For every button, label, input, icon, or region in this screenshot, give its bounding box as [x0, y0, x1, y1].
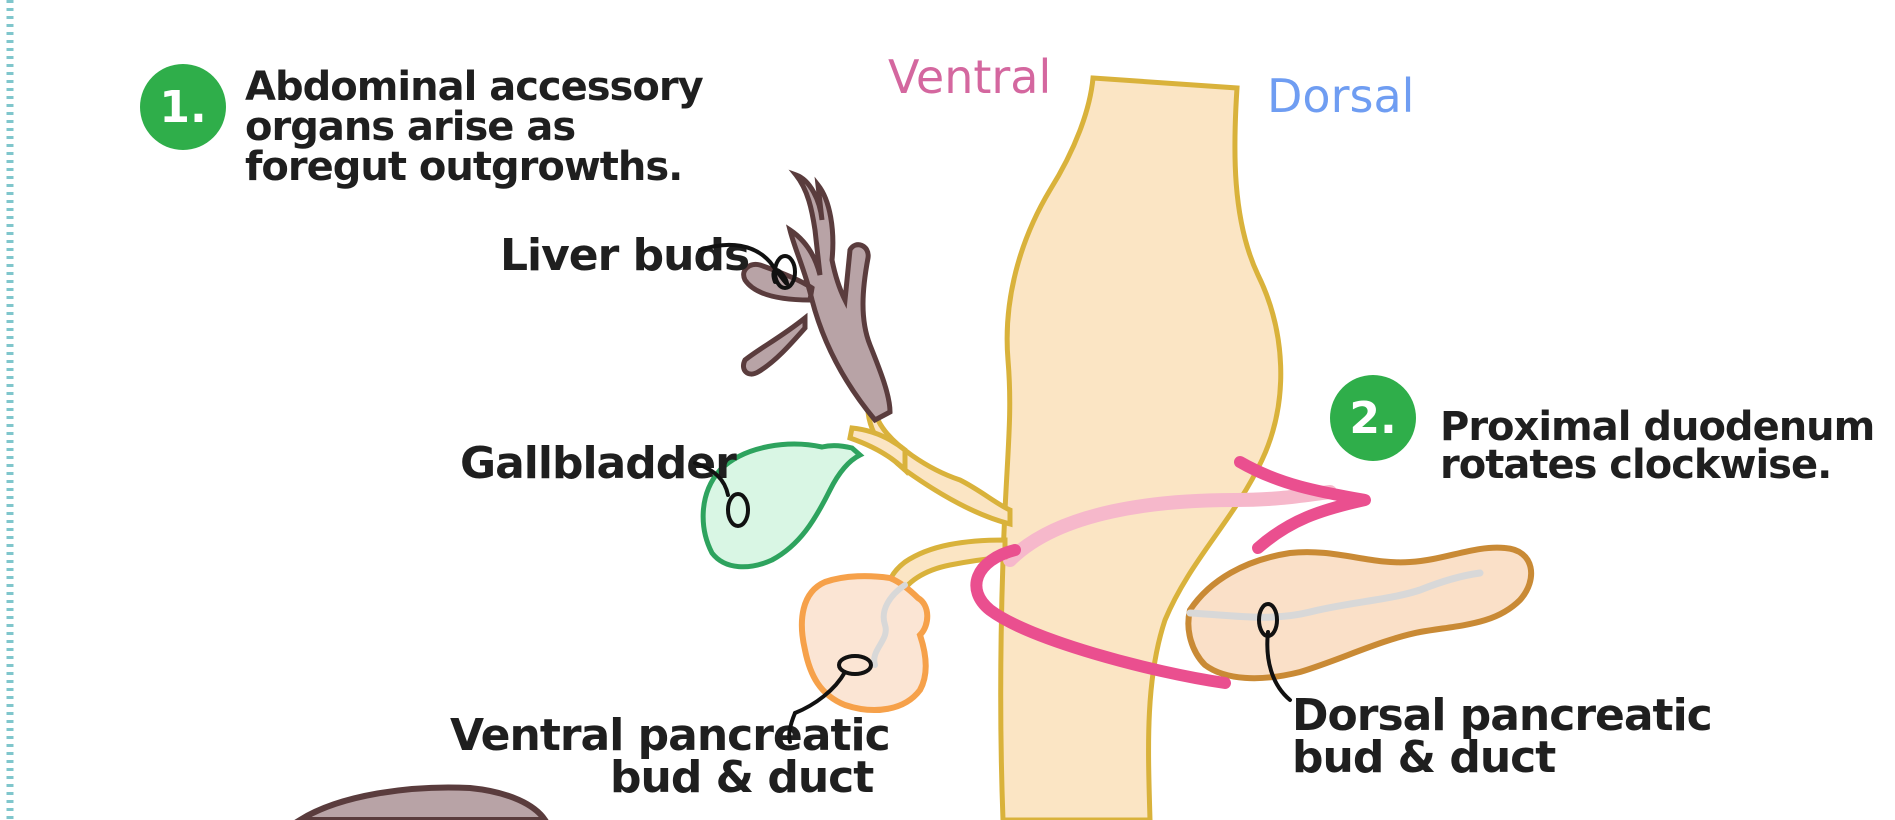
rotation-arrow-back	[1003, 485, 1337, 567]
dorsal-label: Dorsal	[1267, 69, 1414, 123]
ventral-pancreatic-duct	[871, 582, 908, 668]
dorsal-pancreatic-duct	[1186, 569, 1484, 621]
rotation-arrow-head	[1234, 456, 1371, 554]
step-2-badge	[1330, 375, 1416, 461]
step-2-line-1: Proximal duodenum	[1440, 404, 1874, 450]
dorsal-pancreas-shape	[1185, 544, 1535, 682]
ventral-bud-upper	[847, 425, 908, 477]
step-1-line-3: foregut outgrowths.	[245, 144, 682, 190]
gallbladder-shape	[700, 441, 865, 570]
step-2-line-2: rotates clockwise.	[1440, 442, 1831, 488]
ventral-pancreatic-label-line-1: Ventral pancreatic	[450, 710, 890, 761]
liver-buds-label: Liver buds	[500, 230, 749, 281]
step-1-line-1: Abdominal accessory	[245, 64, 704, 110]
step-1-number: 1.	[159, 82, 206, 133]
step-1-line-2: organs arise as	[245, 104, 575, 150]
step-2: 2. Proximal duodenum rotates clockwise.	[1330, 375, 1875, 488]
ventral-label: Ventral	[888, 50, 1051, 104]
ventral-pancreatic-label-line-2: bud & duct	[610, 752, 874, 803]
ventral-bud-stem	[864, 406, 1013, 528]
gallbladder-label: Gallbladder	[460, 438, 737, 489]
dorsal-pancreatic-leader	[1265, 630, 1292, 702]
foregut-tube	[998, 75, 1284, 820]
gallbladder-pin	[726, 492, 750, 528]
step-1-badge	[140, 64, 226, 150]
step-2-number: 2.	[1349, 393, 1396, 444]
ventral-pancreatic-leader-tail	[787, 711, 797, 744]
liver-buds-shape	[741, 169, 893, 424]
dorsal-pancreatic-pin	[1257, 602, 1279, 638]
ventral-pancreatic-leader	[793, 670, 847, 715]
liver-buds-pin	[773, 254, 797, 290]
gallbladder-leader	[693, 461, 730, 497]
bottom-organ	[294, 784, 549, 820]
dorsal-pancreatic-label-line-1: Dorsal pancreatic	[1292, 690, 1712, 741]
rotation-arrow-front	[970, 544, 1231, 689]
dorsal-pancreatic-label-line-2: bud & duct	[1292, 732, 1556, 783]
ventral-pancreas-shape	[798, 573, 931, 713]
step-1: 1. Abdominal accessory organs arise as f…	[140, 64, 705, 190]
ventral-pancreatic-pin	[837, 654, 873, 676]
